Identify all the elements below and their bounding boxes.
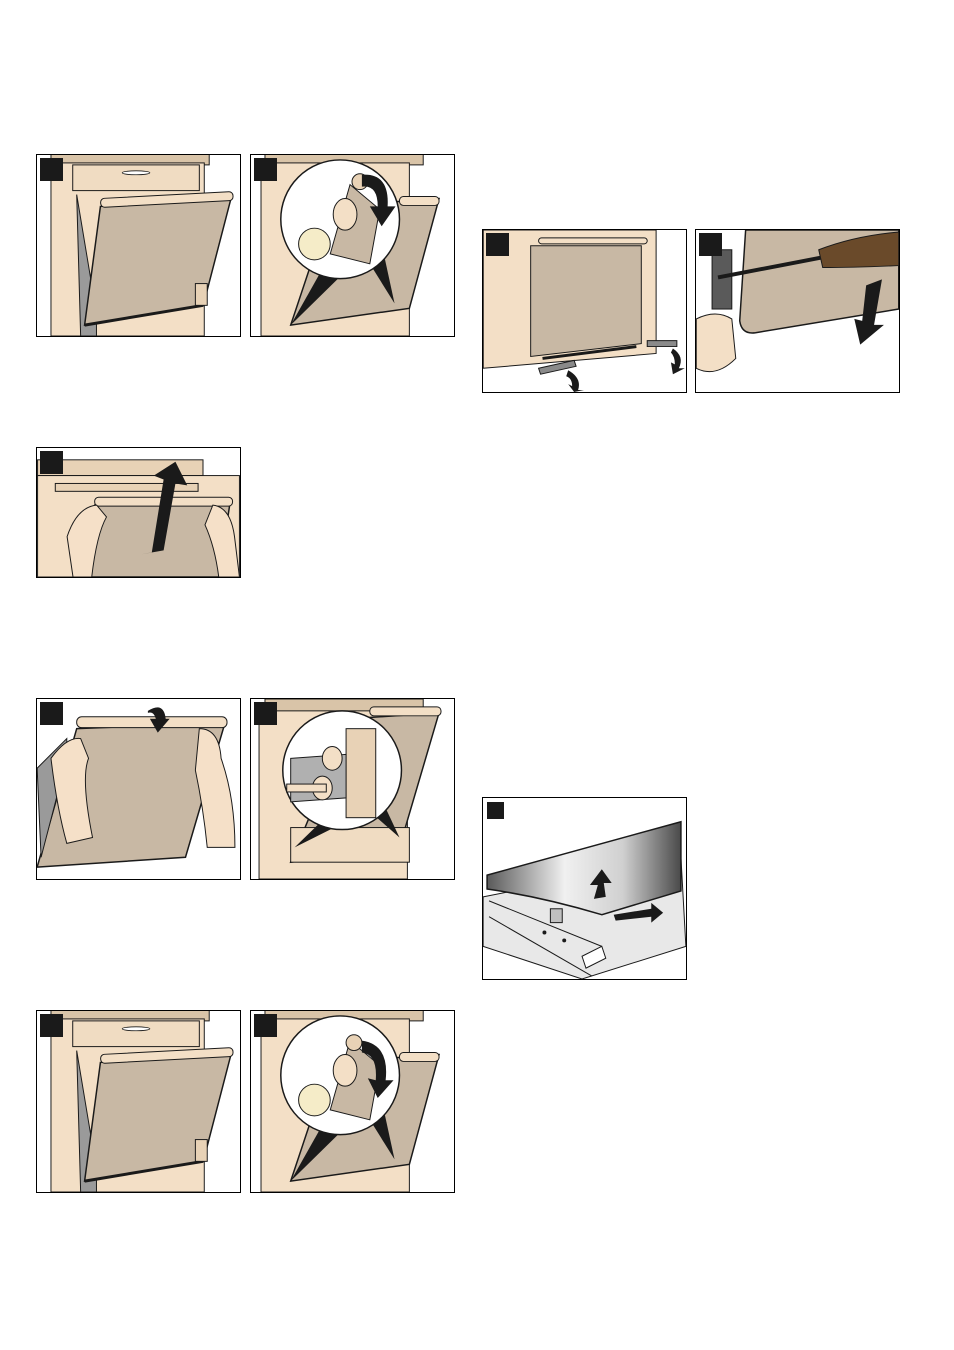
figure-door-cover-screws-8 bbox=[482, 229, 687, 393]
figure-number-badge bbox=[254, 1014, 277, 1037]
door-cover-screws-icon bbox=[483, 230, 686, 392]
figure-hinge-lever-close-7 bbox=[250, 1010, 455, 1193]
figure-number-badge bbox=[254, 158, 277, 181]
figure-door-insert-4 bbox=[36, 698, 241, 880]
oven-door-open-icon bbox=[37, 155, 240, 336]
figure-hinge-engage-5 bbox=[250, 698, 455, 880]
oven-door-open-icon bbox=[37, 1011, 240, 1192]
figure-screwdriver-cover-9 bbox=[695, 229, 900, 393]
figure-number-badge bbox=[40, 451, 63, 474]
hinge-lever-close-zoom-icon bbox=[251, 1011, 454, 1192]
figure-number-badge bbox=[40, 1014, 63, 1037]
figure-number-badge bbox=[487, 802, 504, 819]
figure-number-badge bbox=[486, 233, 509, 256]
figure-hinge-lever-open-2 bbox=[250, 154, 455, 337]
screwdriver-cover-icon bbox=[696, 230, 899, 392]
door-lift-off-icon bbox=[37, 448, 240, 577]
figure-door-lift-off-3 bbox=[36, 447, 241, 578]
figure-glass-pane-removal-10 bbox=[482, 797, 687, 980]
figure-number-badge bbox=[40, 158, 63, 181]
glass-pane-removal-icon bbox=[483, 798, 686, 979]
figure-number-badge bbox=[254, 702, 277, 725]
hinge-lever-open-zoom-icon bbox=[251, 155, 454, 336]
figure-number-badge bbox=[40, 702, 63, 725]
hinge-engage-zoom-icon bbox=[251, 699, 454, 879]
figure-oven-door-open-6 bbox=[36, 1010, 241, 1193]
figure-oven-door-open-1 bbox=[36, 154, 241, 337]
figure-number-badge bbox=[699, 233, 722, 256]
door-insert-icon bbox=[37, 699, 240, 879]
